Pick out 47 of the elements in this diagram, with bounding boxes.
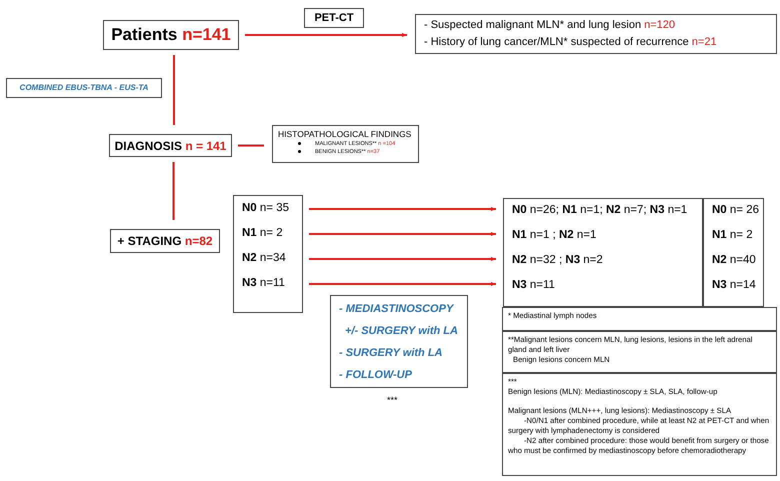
footnote-mark: *** bbox=[387, 394, 398, 407]
stage-count: N2 n=40 bbox=[712, 253, 756, 268]
procedure-item: +/- SURGERY with LA bbox=[344, 324, 459, 339]
stage-count: N0 n= 26 bbox=[712, 203, 759, 218]
connector-line bbox=[172, 162, 174, 220]
connector-line bbox=[309, 257, 496, 261]
procedure-item: - FOLLOW-UP bbox=[339, 368, 413, 383]
stage-count: N1 n= 2 bbox=[242, 226, 283, 242]
procedure-item: - MEDIASTINOSCOPY bbox=[339, 302, 455, 317]
process-box bbox=[502, 331, 777, 373]
process-box bbox=[272, 125, 419, 163]
stage-count: N1 n=1 ; N2 n=1 bbox=[512, 228, 596, 244]
process-box bbox=[415, 14, 777, 54]
connector-line bbox=[173, 55, 175, 125]
process-box bbox=[502, 307, 777, 331]
process-box bbox=[330, 295, 468, 388]
stage-count: N3 n=11 bbox=[242, 276, 285, 292]
connector-line bbox=[309, 207, 496, 211]
procedure-label: COMBINED EBUS-TBNA - EUS-TA bbox=[20, 82, 148, 94]
process-box bbox=[109, 134, 232, 157]
connector-line bbox=[309, 282, 496, 286]
node-title: + STAGING n=82 bbox=[117, 233, 213, 250]
findings-heading: HISTOPATHOLOGICAL FINDINGS bbox=[278, 128, 412, 140]
finding-line: - History of lung cancer/MLN* suspected of recurrence n=21 bbox=[424, 35, 718, 50]
procedure-item: - SURGERY with LA bbox=[339, 346, 444, 361]
connector-line bbox=[309, 232, 496, 236]
node-title: DIAGNOSIS n = 141 bbox=[114, 138, 226, 154]
process-box bbox=[304, 8, 364, 28]
group-box bbox=[503, 198, 703, 307]
process-box bbox=[110, 229, 220, 253]
stage-count: N3 n=11 bbox=[512, 278, 555, 294]
stage-count: N0 n= 35 bbox=[242, 201, 289, 216]
group-box bbox=[703, 198, 764, 307]
group-box bbox=[233, 195, 303, 313]
process-box bbox=[6, 78, 162, 98]
step-label: PET-CT bbox=[314, 10, 354, 26]
stage-count: N2 n=32 ; N3 n=2 bbox=[512, 253, 603, 268]
connector-line bbox=[238, 144, 264, 146]
process-box bbox=[103, 20, 239, 50]
finding-line: - Suspected malignant MLN* and lung lesion n=120 bbox=[424, 18, 676, 33]
process-box bbox=[502, 373, 777, 476]
stage-count: N3 n=14 bbox=[712, 278, 756, 294]
stage-count: N2 n=34 bbox=[242, 251, 286, 266]
stage-count: N1 n= 2 bbox=[712, 228, 753, 244]
connector-line bbox=[245, 33, 407, 37]
node-title: Patients n=141 bbox=[111, 24, 231, 46]
stage-count: N0 n=26; N1 n=1; N2 n=7; N3 n=1 bbox=[512, 203, 688, 218]
